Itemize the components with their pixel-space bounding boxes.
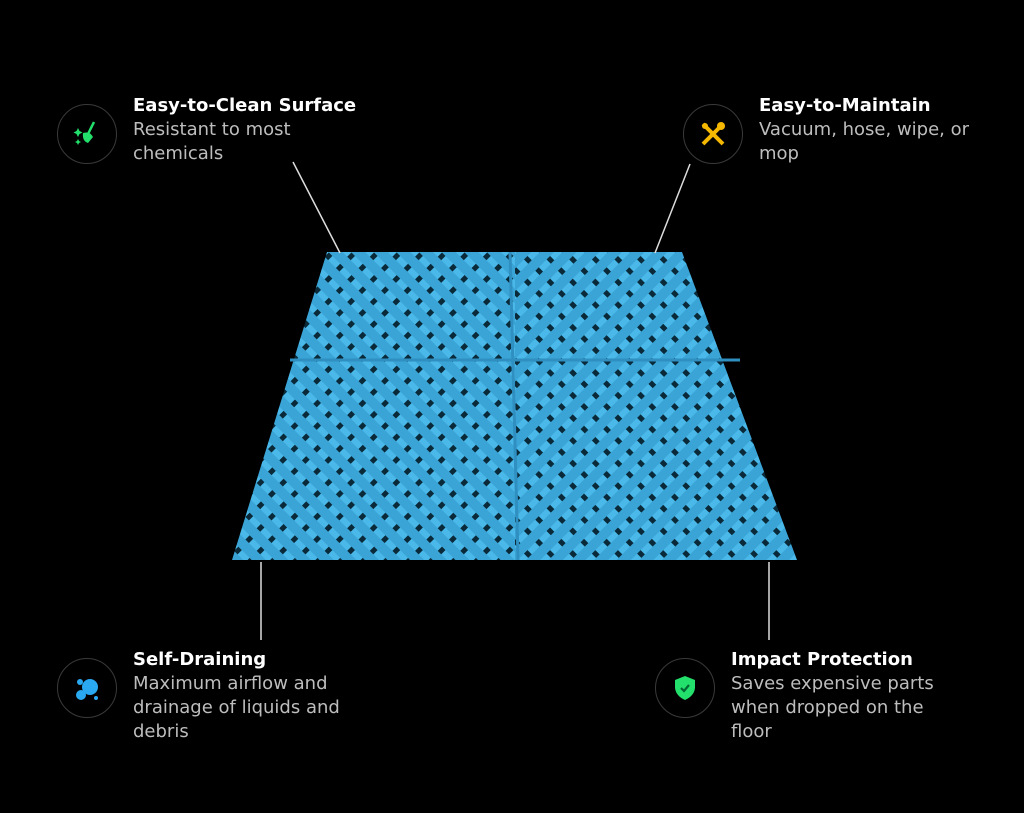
feature-description: Resistant to most chemicals <box>133 119 291 164</box>
leader-line-maintain <box>654 163 691 254</box>
floor-tile-right <box>515 252 797 560</box>
bubbles-icon <box>57 658 117 718</box>
shield-check-icon <box>655 658 715 718</box>
feature-impact-protection: Impact Protection Saves expensive parts … <box>655 648 956 744</box>
feature-description: Saves expensive parts when dropped on th… <box>731 673 934 742</box>
floor-tile-left <box>232 252 515 560</box>
feature-title: Easy-to-Maintain <box>759 95 931 116</box>
feature-easy-to-clean: Easy-to-Clean Surface Resistant to most … <box>57 94 373 166</box>
feature-description: Vacuum, hose, wipe, or mop <box>759 119 970 164</box>
feature-self-draining: Self-Draining Maximum airflow and draina… <box>57 648 363 744</box>
feature-title: Easy-to-Clean Surface <box>133 95 357 116</box>
feature-title: Self-Draining <box>133 649 267 670</box>
broom-sparkle-icon <box>57 104 117 164</box>
feature-easy-to-maintain: Easy-to-Maintain Vacuum, hose, wipe, or … <box>683 94 979 166</box>
leader-line-clean <box>292 161 341 254</box>
tile-seam <box>508 251 520 561</box>
feature-description: Maximum airflow and drainage of liquids … <box>133 673 340 742</box>
tools-icon <box>683 104 743 164</box>
feature-title: Impact Protection <box>731 649 913 670</box>
